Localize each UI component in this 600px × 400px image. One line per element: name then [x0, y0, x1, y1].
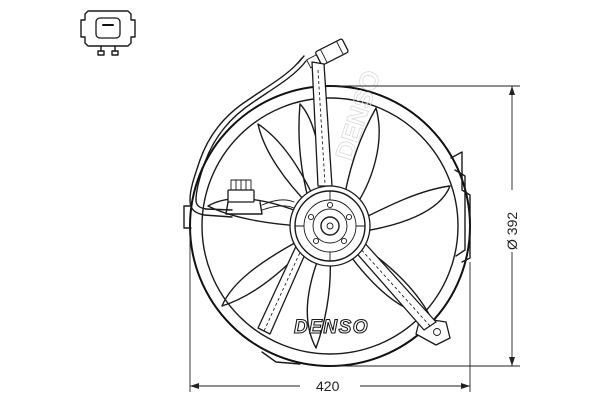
motor-hub: [289, 185, 371, 267]
harness-plug: [297, 38, 349, 69]
dimension-height-label: Ø 392: [504, 212, 520, 250]
electrical-connector-icon: [80, 10, 136, 56]
resistor-block: [225, 179, 295, 215]
support-struts: [257, 61, 437, 335]
dimension-height: Ø 392: [330, 85, 522, 367]
brand-logo-text: DENSO: [294, 317, 369, 338]
dimension-width: 420: [189, 230, 471, 396]
dimension-width-label: 420: [316, 378, 340, 394]
